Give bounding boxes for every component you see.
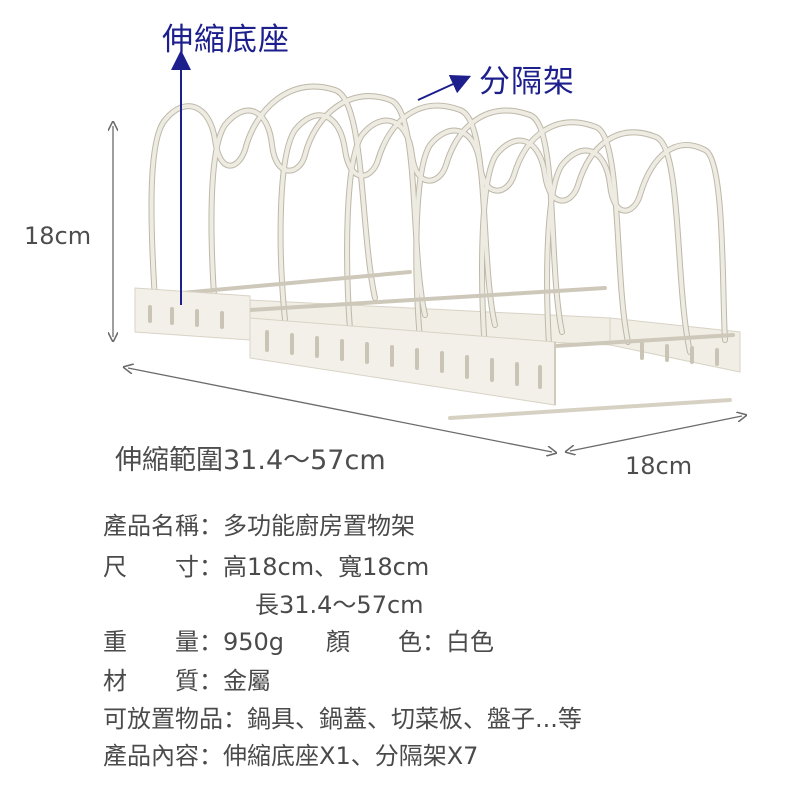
spec-value: 高18cm、寬18cm <box>223 553 430 581</box>
divider-callout-arrow <box>417 75 472 101</box>
product-illustration-rack <box>0 50 800 500</box>
depth-dimension-label: 18cm <box>625 452 693 480</box>
spec-separator: ： <box>223 705 247 733</box>
spec-value: 950g <box>223 628 285 656</box>
spec-value: 伸縮底座X1、分隔架X7 <box>223 742 479 770</box>
divider-callout-label: 分隔架 <box>479 64 575 100</box>
spec-value: 白色 <box>446 628 495 656</box>
spec-key: 材 質 <box>103 667 199 695</box>
spec-row-contents: 產品內容：伸縮底座X1、分隔架X7 <box>103 741 478 771</box>
spec-separator: ： <box>199 512 223 540</box>
spec-row-size-length: 長31.4～57cm <box>255 590 424 620</box>
spec-key: 重 量 <box>103 628 199 656</box>
length-dimension-line <box>128 368 552 452</box>
spec-key: 顏 色 <box>326 628 423 656</box>
spec-value: 多功能廚房置物架 <box>223 512 415 540</box>
spec-value: 長31.4～57cm <box>255 591 424 619</box>
spec-row-storable-items: 可放置物品：鍋具、鍋蓋、切菜板、盤子...等 <box>103 704 582 734</box>
spec-row-material: 材 質：金屬 <box>103 666 271 696</box>
spec-value: 金屬 <box>223 667 271 695</box>
spec-key: 產品名稱 <box>103 512 199 540</box>
spec-value: 鍋具、鍋蓋、切菜板、盤子...等 <box>247 705 582 733</box>
length-range-label: 伸縮範圍31.4～57cm <box>115 445 386 476</box>
spec-separator: ： <box>199 628 223 656</box>
divider-wires <box>148 83 728 363</box>
spec-key: 尺 寸 <box>103 553 199 581</box>
spec-separator: ： <box>199 742 223 770</box>
spec-separator: ： <box>422 628 447 656</box>
spec-row-product-name: 產品名稱：多功能廚房置物架 <box>103 511 415 541</box>
height-dimension-label: 18cm <box>24 222 92 250</box>
spec-separator: ： <box>199 667 223 695</box>
spec-key: 產品內容 <box>103 742 199 770</box>
base-callout-label: 伸縮底座 <box>162 22 290 58</box>
spec-separator: ： <box>199 553 223 581</box>
spec-key: 可放置物品 <box>103 705 223 733</box>
spec-row-size: 尺 寸：高18cm、寬18cm <box>103 552 429 582</box>
depth-dimension-line <box>570 416 742 451</box>
